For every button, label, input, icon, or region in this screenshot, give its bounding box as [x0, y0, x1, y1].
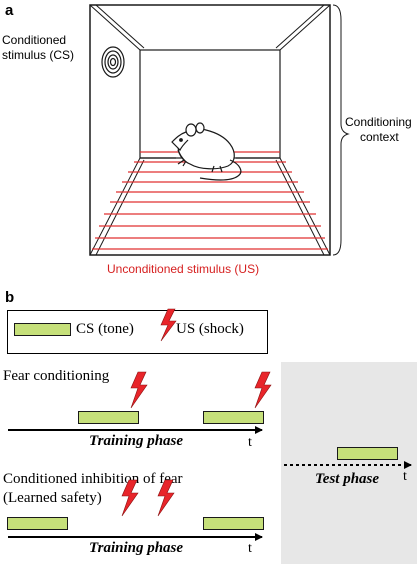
legend-cs-label: CS (tone) — [76, 321, 134, 337]
shock-grid — [92, 151, 328, 250]
test-phase-background — [281, 362, 417, 564]
ci-title-line2: (Learned safety) — [3, 490, 102, 506]
ci-shock-icon-2 — [157, 479, 175, 517]
panel-a-letter: a — [5, 2, 14, 19]
ci-shock-icon-1 — [121, 479, 139, 517]
context-label: Conditioning context — [345, 115, 412, 145]
fc-training-phase-label: Training phase — [89, 433, 184, 449]
fc-tone-bar-2 — [203, 411, 264, 424]
fc-tone-bar-1 — [78, 411, 139, 424]
test-phase-label: Test phase — [315, 471, 380, 487]
fear-conditioning-title: Fear conditioning — [3, 368, 110, 384]
legend-us-label: US (shock) — [176, 321, 244, 337]
speaker-icon — [101, 46, 125, 78]
ci-title-line1: Conditioned inhibition of fear — [3, 471, 183, 487]
context-label-line1: Conditioning — [345, 115, 412, 129]
cs-label-line2: stimulus (CS) — [2, 48, 75, 62]
ci-tone-bar-2 — [203, 517, 264, 530]
ci-tone-bar-1 — [7, 517, 68, 530]
legend-shock-icon — [160, 308, 177, 342]
test-axis-t-label: t — [403, 469, 407, 484]
fc-shock-icon-2 — [254, 371, 272, 409]
panel-b-letter: b — [5, 289, 15, 306]
us-label: Unconditioned stimulus (US) — [107, 262, 260, 276]
ci-training-phase-label: Training phase — [89, 540, 184, 556]
chamber-edges — [89, 4, 331, 256]
cs-label: Conditioned stimulus (CS) — [2, 33, 74, 63]
legend-tone-bar — [14, 323, 71, 336]
fc-axis-t-label: t — [248, 435, 252, 450]
context-brace — [332, 4, 350, 256]
fc-shock-icon-1 — [130, 371, 148, 409]
ci-title: Conditioned inhibition of fear (Learned … — [3, 470, 183, 508]
test-tone-bar — [337, 447, 398, 460]
mouse-icon — [171, 122, 242, 181]
context-label-line2: context — [360, 130, 399, 144]
ci-axis-t-label: t — [248, 541, 252, 556]
cs-label-line1: Conditioned — [2, 33, 67, 47]
